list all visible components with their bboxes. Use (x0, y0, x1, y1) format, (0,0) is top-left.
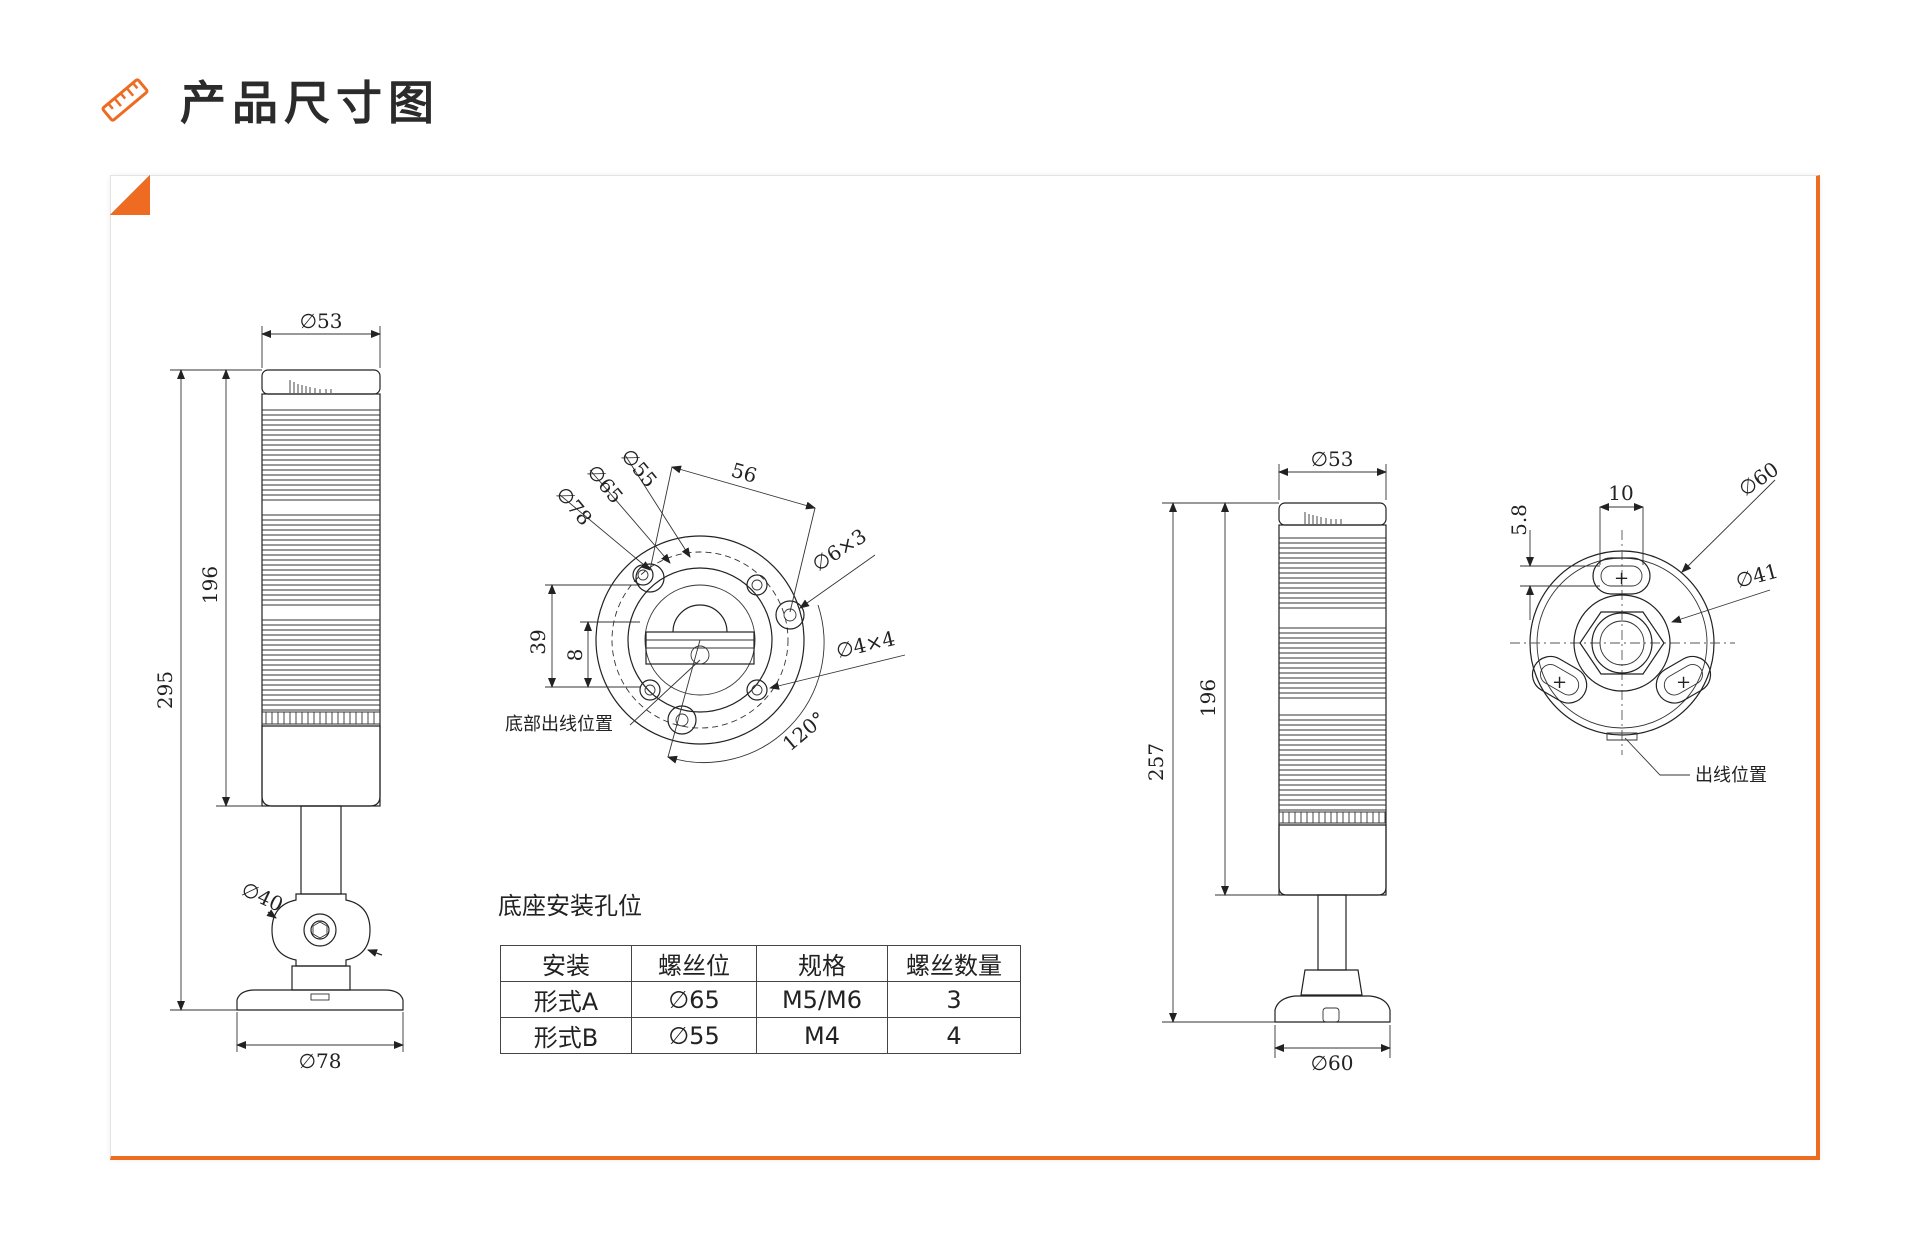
dim-base-d65: ∅65 (582, 460, 628, 508)
dim-slot-height: 5.8 (1507, 504, 1531, 536)
dim-right-base-d60: ∅60 (1734, 457, 1783, 501)
ruler-icon (101, 78, 149, 122)
table-row: 形式A ∅65 M5/M6 3 (500, 981, 1021, 1018)
table-cell: 3 (887, 981, 1021, 1018)
dim-right-body-height: 196 (1196, 679, 1220, 717)
table-header-cell: 螺丝位 (631, 945, 757, 982)
dim-right-base-d41: ∅41 (1733, 559, 1781, 593)
dim-base-56: 56 (729, 458, 760, 488)
table-cell: ∅65 (631, 981, 757, 1018)
right-base-view: + + + 10 5.8 ∅60 ∅41 出线位置 (1507, 457, 1783, 786)
dim-slot-width: 10 (1608, 481, 1633, 505)
slot-plus-icon: + (1614, 568, 1629, 589)
table-cell: ∅55 (631, 1017, 757, 1054)
base-top-view: ∅55 ∅65 ∅78 56 ∅6×3 ∅4×4 39 8 120° 底部出线位… (505, 444, 906, 764)
label-bottom-cable-exit: 底部出线位置 (505, 714, 613, 735)
table-cell: 4 (887, 1017, 1021, 1054)
panel-corner-accent (110, 175, 150, 215)
page-header: 产品尺寸图 (100, 70, 440, 130)
table-caption: 底座安装孔位 (498, 892, 642, 920)
dim-holes-6x3: ∅6×3 (808, 524, 871, 577)
label-cable-exit: 出线位置 (1695, 765, 1767, 786)
table-cell: M5/M6 (756, 981, 888, 1018)
dims-left: ∅53 295 196 ∅40 ∅78 (153, 309, 404, 1073)
tower-light-right (1274, 502, 1391, 1023)
tower-light-left (236, 369, 404, 1011)
dims-right: ∅53 257 196 ∅60 (1144, 447, 1391, 1075)
dim-top-diameter: ∅53 (300, 309, 343, 333)
dim-total-height: 295 (153, 671, 177, 709)
dim-holes-4x4: ∅4×4 (834, 626, 898, 663)
table-row: 形式B ∅55 M4 4 (500, 1017, 1021, 1054)
dim-pole-diameter: ∅40 (238, 877, 287, 917)
dim-height-39: 39 (526, 629, 550, 654)
dim-base-d55: ∅55 (616, 444, 662, 492)
dim-body-height: 196 (198, 566, 222, 604)
table-header-cell: 规格 (756, 945, 888, 982)
dim-right-top-diameter: ∅53 (1311, 447, 1354, 471)
table-cell: 形式A (500, 981, 632, 1018)
dim-right-total-height: 257 (1144, 743, 1168, 781)
table-header-cell: 安装 (500, 945, 632, 982)
table-header-row: 安装 螺丝位 规格 螺丝数量 (500, 945, 1021, 982)
dim-height-8: 8 (563, 649, 587, 662)
dim-base-d78: ∅78 (551, 482, 597, 530)
page-title: 产品尺寸图 (180, 76, 440, 130)
mounting-hole-table: 安装 螺丝位 规格 螺丝数量 形式A ∅65 M5/M6 3 形式B ∅55 M… (500, 945, 1021, 1054)
slot-plus-icon: + (1676, 672, 1691, 693)
dim-base-diameter: ∅78 (299, 1049, 342, 1073)
dim-right-base-diameter: ∅60 (1311, 1051, 1354, 1075)
dim-angle: 120° (778, 706, 830, 755)
table-cell: M4 (756, 1017, 888, 1054)
table-cell: 形式B (500, 1017, 632, 1054)
table-header-cell: 螺丝数量 (887, 945, 1021, 982)
slot-plus-icon: + (1552, 672, 1567, 693)
